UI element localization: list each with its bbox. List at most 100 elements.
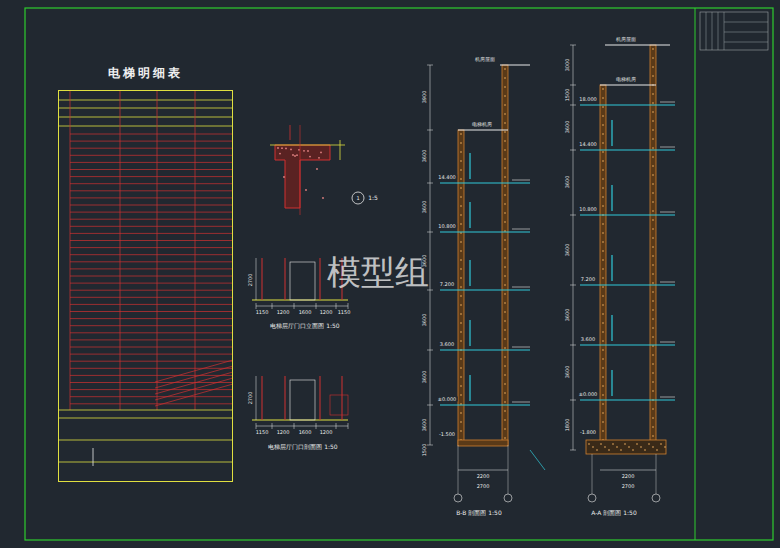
wall-hatch-dot <box>504 257 506 259</box>
table-row-line <box>70 176 233 177</box>
wall-hatch-dot <box>504 86 506 88</box>
wall-hatch-dot <box>602 313 604 315</box>
wall-hatch-dot <box>460 286 462 288</box>
foundation-hatch-dot <box>636 443 638 445</box>
dimension-tick <box>348 423 349 429</box>
table-row-line <box>70 332 233 333</box>
table-column-line <box>70 90 71 410</box>
door-line <box>611 120 612 146</box>
wall-hatch-dot <box>460 358 462 360</box>
shaft-wall <box>600 85 606 450</box>
wall-hatch-dot <box>652 417 654 419</box>
wall-hatch-dot <box>602 385 604 387</box>
detail-hatch-dot <box>277 147 279 149</box>
wall-hatch-dot <box>460 376 462 378</box>
dimension: 3600 <box>422 313 427 328</box>
title-block <box>700 12 768 50</box>
wall-hatch-dot <box>652 174 654 176</box>
title-block-line <box>724 32 768 33</box>
level-name: 电梯机房 <box>471 122 493 127</box>
table-row-line <box>70 155 233 156</box>
foundation-hatch-dot <box>616 446 618 448</box>
table-rule <box>58 462 233 463</box>
table-rule <box>58 100 233 101</box>
wall-hatch-dot <box>504 167 506 169</box>
detail-hatch-dot <box>296 154 298 156</box>
wall-line <box>342 376 343 420</box>
detail-hatch-dot <box>305 189 307 191</box>
foundation-hatch-dot <box>588 443 590 445</box>
floor-slab <box>580 105 675 106</box>
dimension-line <box>256 258 257 300</box>
drawing-caption: A-A 剖面图 1:50 <box>590 510 637 516</box>
wall-hatch-dot <box>504 338 506 340</box>
wall-hatch-dot <box>460 151 462 153</box>
elevation: 7.200 <box>439 282 455 287</box>
floor-slab <box>580 345 675 346</box>
floor-slab <box>440 183 530 184</box>
door-opening <box>290 380 315 420</box>
floor-slab <box>440 405 530 406</box>
table-row-line <box>70 297 233 298</box>
detail-index-circle <box>352 192 364 204</box>
wall-hatch-dot <box>602 358 604 360</box>
table-row-line <box>70 283 233 284</box>
slab-edge <box>660 147 675 148</box>
wall-hatch-dot <box>652 309 654 311</box>
detail-line <box>270 145 345 146</box>
wall-hatch-dot <box>602 205 604 207</box>
wall-hatch-dot <box>504 158 506 160</box>
wall-hatch-dot <box>602 187 604 189</box>
table-hatch <box>155 384 233 406</box>
elevation: -1.800 <box>579 430 597 435</box>
table-row-line <box>70 268 233 269</box>
wall-hatch-dot <box>652 318 654 320</box>
wall-hatch-dot <box>504 239 506 241</box>
door-line <box>469 153 470 179</box>
foundation-hatch-dot <box>632 449 634 451</box>
dimension: 1600 <box>298 430 313 435</box>
table-row-line <box>70 197 233 198</box>
detail-hatch-dot <box>281 147 283 149</box>
door-line <box>611 315 612 341</box>
wall-hatch-dot <box>504 284 506 286</box>
wall-hatch-dot <box>460 142 462 144</box>
table-column-line <box>120 90 121 410</box>
dimension-tick <box>570 85 576 86</box>
wall-hatch-dot <box>602 376 604 378</box>
detail-hatch-dot <box>279 153 281 155</box>
dimension: 3600 <box>422 370 427 385</box>
detail-hatch-dot <box>307 150 309 152</box>
wall-hatch-dot <box>602 115 604 117</box>
wall-hatch-dot <box>652 129 654 131</box>
wall-hatch-dot <box>652 300 654 302</box>
table-rule <box>58 410 233 411</box>
dimension-tick <box>256 423 257 429</box>
wall-hatch-dot <box>504 410 506 412</box>
wall-hatch-dot <box>652 156 654 158</box>
table-row-line <box>70 325 233 326</box>
wall-hatch-dot <box>602 340 604 342</box>
dimension-tick <box>570 150 576 151</box>
detail-hatch-dot <box>322 197 324 199</box>
table-row-line <box>70 361 233 362</box>
wall-hatch-dot <box>652 408 654 410</box>
floor-slab <box>580 400 675 401</box>
dimension: 1200 <box>319 430 334 435</box>
table-row-line <box>70 339 233 340</box>
door-line <box>611 185 612 211</box>
foundation-hatch-dot <box>604 446 606 448</box>
axis-line <box>458 445 459 494</box>
detail-hatch-dot <box>292 154 294 156</box>
wall-hatch-dot <box>602 403 604 405</box>
dimension-tick <box>427 445 433 446</box>
foundation-hatch-dot <box>600 443 602 445</box>
wall-hatch-dot <box>504 194 506 196</box>
slab-edge <box>512 229 530 230</box>
dimension: 3600 <box>565 243 570 258</box>
wall-hatch-dot <box>652 120 654 122</box>
dimension-tick <box>294 423 295 429</box>
table-mark <box>93 448 94 466</box>
slab-edge <box>660 397 675 398</box>
table-hatch <box>155 360 233 382</box>
